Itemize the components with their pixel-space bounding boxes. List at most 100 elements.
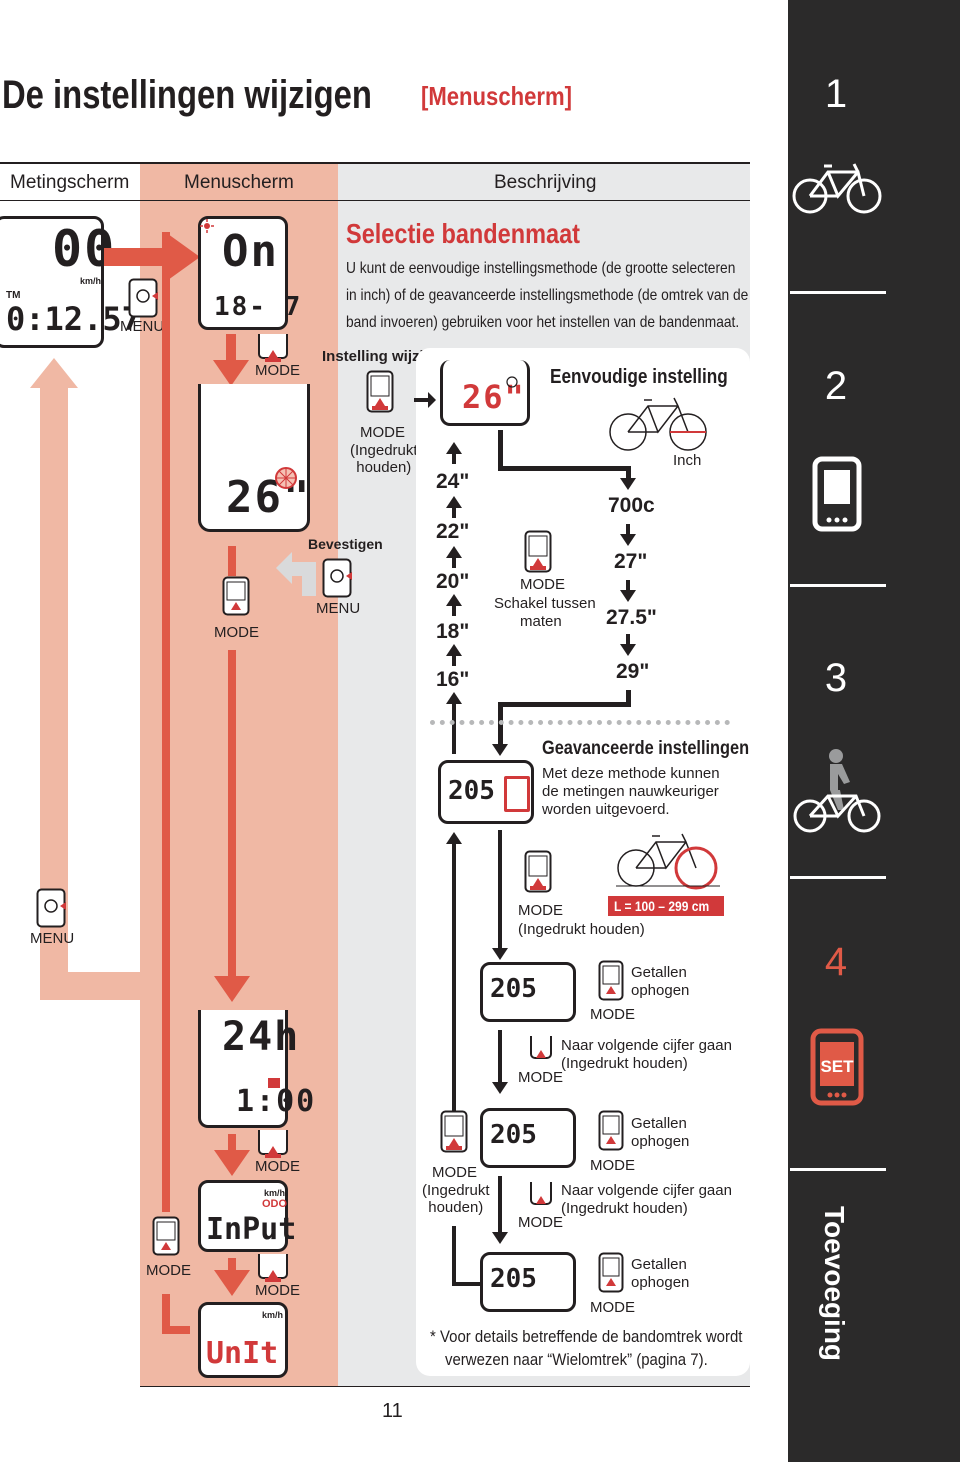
arrow-up-icon xyxy=(446,496,462,518)
mode-button-icon[interactable] xyxy=(258,1130,288,1160)
input-readout: InPut xyxy=(206,1212,297,1247)
inch-label: Inch xyxy=(673,452,702,469)
bicycle-icon xyxy=(792,163,882,214)
mode-button-label: MODE xyxy=(255,1158,300,1175)
menu-button-label: MENU xyxy=(30,930,75,947)
sidebar-tab-3[interactable]: 3 xyxy=(824,656,848,700)
wheel-icon xyxy=(506,376,518,388)
size-24: 24" xyxy=(436,470,470,493)
mode-button-icon[interactable] xyxy=(222,576,250,616)
flow-line xyxy=(228,1258,236,1272)
mode-button-icon[interactable] xyxy=(530,1036,552,1066)
size-700c: 700c xyxy=(608,494,655,517)
increase-label-line-2: ophogen xyxy=(631,982,690,999)
mode-button-icon[interactable] xyxy=(524,850,552,900)
mode-button-icon[interactable] xyxy=(530,1182,552,1212)
size-22: 22" xyxy=(436,520,470,543)
footnote-line-1: * Voor details betreffende de bandomtrek… xyxy=(430,1327,743,1346)
return-arrow-bottom xyxy=(40,972,202,1000)
size-29: 29" xyxy=(616,660,650,683)
elapsed-time-readout: 0:12.57 xyxy=(6,300,141,338)
mode-button-label: MODE xyxy=(518,902,563,919)
mode-button-label: MODE xyxy=(520,576,565,593)
mode-button-icon[interactable] xyxy=(524,530,552,576)
increase-label-line-1: Getallen xyxy=(631,1256,687,1273)
menu-button-label: MENU xyxy=(316,600,361,617)
mode-button-label: MODE xyxy=(214,624,259,641)
arrow-up-icon xyxy=(446,644,462,666)
intro-line-2: in inch) of de geavanceerde instellingsm… xyxy=(346,287,749,304)
mode-button-icon[interactable] xyxy=(366,370,394,420)
svg-text:SET: SET xyxy=(820,1057,854,1076)
sidebar-vertical-label[interactable]: Toevoeging xyxy=(819,1206,852,1366)
flow-line xyxy=(452,1282,480,1286)
sun-icon xyxy=(200,219,214,233)
mode-button-label: MODE xyxy=(255,362,300,379)
mode-button-icon[interactable] xyxy=(440,1110,468,1160)
return-line xyxy=(162,1294,170,1332)
menu-button-icon[interactable] xyxy=(36,888,66,928)
arrow-right-icon xyxy=(104,234,200,280)
flow-line xyxy=(626,690,631,706)
menu-button-icon[interactable] xyxy=(128,278,158,318)
advanced-step-readout: 205 xyxy=(490,1264,537,1294)
wheel-size-screen xyxy=(198,384,310,532)
tm-label: TM xyxy=(6,290,21,301)
advanced-step-readout: 205 xyxy=(490,1120,537,1150)
wheel-icon xyxy=(275,467,297,489)
increase-label-line-1: Getallen xyxy=(631,1115,687,1132)
bicycle-diagram xyxy=(609,397,707,451)
mode-button-label: MODE xyxy=(518,1069,563,1086)
size-27: 27" xyxy=(614,550,648,573)
next-digit-line-1: Naar volgende cijfer gaan xyxy=(561,1182,732,1199)
unit-kmh: km/h xyxy=(262,1310,284,1320)
mode-button-icon[interactable] xyxy=(152,1216,180,1256)
bicycle-circumference-diagram xyxy=(616,833,720,890)
arrow-down-icon xyxy=(492,1176,508,1244)
arrow-down-icon xyxy=(620,478,636,490)
bottom-rule xyxy=(140,1386,750,1387)
increase-label-line-2: ophogen xyxy=(631,1274,690,1291)
confirm-label: Bevestigen xyxy=(308,536,383,552)
clock-format-readout: 24h xyxy=(222,1014,301,1060)
sidebar-tab-4[interactable]: 4 xyxy=(824,940,848,984)
arrow-down-icon xyxy=(620,524,636,546)
input-screen xyxy=(198,1180,288,1252)
column-header-measurement: Metingscherm xyxy=(10,172,130,193)
mode-button-icon[interactable] xyxy=(598,960,624,1006)
size-20: 20" xyxy=(436,570,470,593)
advanced-desc-line-3: worden uitgevoerd. xyxy=(542,801,670,818)
mode-button-icon[interactable] xyxy=(258,334,288,364)
sidebar-divider xyxy=(790,876,886,879)
switch-sizes-line-1: Schakel tussen xyxy=(494,595,596,612)
advanced-desc-line-2: de metingen nauwkeuriger xyxy=(542,783,719,800)
menu-button-icon[interactable] xyxy=(322,558,352,598)
set-device-icon: SET xyxy=(810,1028,864,1106)
sidebar-divider xyxy=(790,291,886,294)
flow-line xyxy=(498,430,503,470)
flow-line xyxy=(626,466,631,482)
arrow-down-icon xyxy=(214,976,250,1002)
sidebar-tab-2[interactable]: 2 xyxy=(824,364,848,408)
cyclist-icon xyxy=(793,749,881,833)
arrow-down-icon xyxy=(620,580,636,602)
next-digit-line-2: (Ingedrukt houden) xyxy=(561,1200,688,1217)
sidebar-tab-1[interactable]: 1 xyxy=(824,72,848,116)
column-header-menu: Menuscherm xyxy=(184,172,294,193)
page-title: De instellingen wijzigen xyxy=(2,73,372,117)
hold-label: (Ingedrukt houden) xyxy=(518,921,645,938)
unit-readout: UnIt xyxy=(206,1336,279,1371)
digit-bracket xyxy=(504,776,530,812)
mode-button-icon[interactable] xyxy=(598,1110,624,1156)
advanced-step-screen xyxy=(480,1252,576,1312)
easy-setting-title: Eenvoudige instelling xyxy=(550,366,728,388)
sidebar-divider xyxy=(790,584,886,587)
mode-button-icon[interactable] xyxy=(598,1252,624,1298)
mode-button-label: MODE xyxy=(590,1299,635,1316)
device-icon xyxy=(812,456,862,532)
intro-line-3: band invoeren) gebruiken voor het instel… xyxy=(346,314,740,331)
appendix-label: Toevoeging xyxy=(819,1206,850,1362)
sidebar-divider xyxy=(790,1168,886,1171)
easy-wheel-screen xyxy=(440,360,530,426)
mode-button-icon[interactable] xyxy=(258,1254,288,1284)
